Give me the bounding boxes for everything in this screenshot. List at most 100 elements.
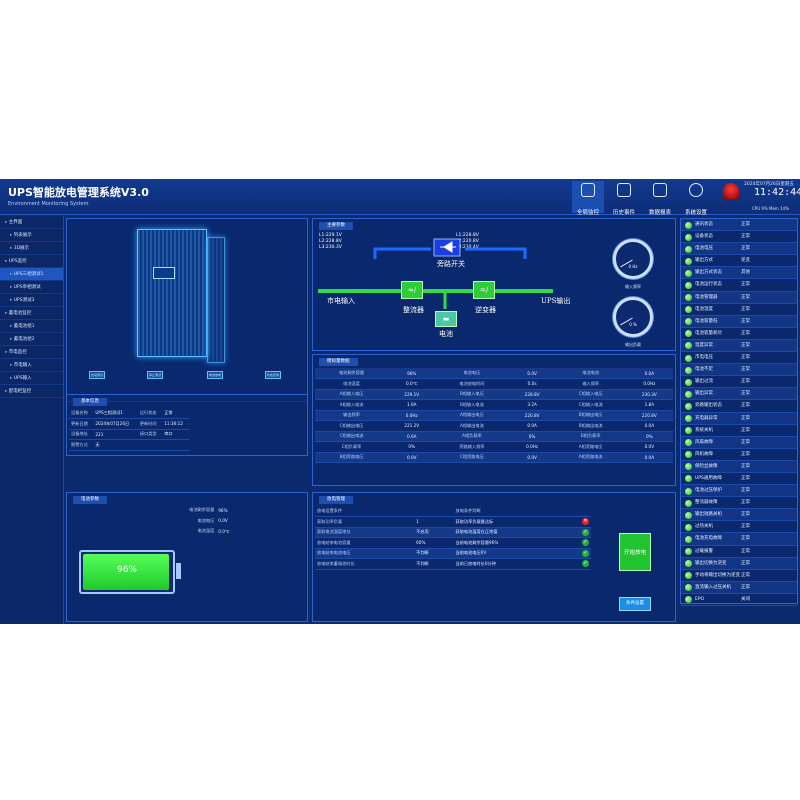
status-name: 电池过压保护 [695, 488, 722, 494]
table-cell: B相输出电流 [555, 420, 626, 432]
output-load-gauge: 0 % 输出负载 [613, 297, 653, 347]
status-list: 通讯状态正常设备状态正常电池电压正常输出方式逆变输出方式状态其他电池运行状态正常… [681, 219, 797, 606]
table-cell: 报警方式 [69, 439, 94, 451]
status-name: 电池容量耗尽 [695, 330, 722, 336]
status-row: 风机故障正常 [681, 449, 797, 461]
status-value: 正常 [741, 475, 750, 481]
table-cell: 电池温度 [197, 528, 215, 534]
table-cell: 0.0Hz [508, 441, 556, 453]
table-cell: 0.0A [508, 420, 556, 432]
sidebar-item[interactable]: UPS单相测试 [0, 281, 63, 294]
table-cell: A相输出电流 [435, 420, 509, 432]
table-cell: 正常 [162, 408, 189, 419]
table-cell: 0.0s [508, 378, 556, 390]
table-cell: B相输入电流 [435, 399, 509, 411]
ups-battery-discharge-button[interactable]: 电池放电 [207, 371, 223, 379]
settings-icon [689, 183, 703, 197]
diode-icon [440, 241, 456, 253]
status-value: 正常 [741, 246, 750, 252]
table-cell: 更新时间 [137, 418, 163, 430]
table-cell: 不判断 [414, 558, 454, 570]
status-row: 直流输入过压关机正常 [681, 581, 797, 594]
sidebar-item[interactable]: UPS监控 [0, 255, 63, 268]
status-led-icon [685, 487, 692, 495]
start-discharge-button[interactable]: 开始放电 [619, 533, 651, 571]
table-cell: 0.0Hz [388, 410, 436, 421]
status-led-icon [685, 390, 692, 398]
condition-settings-button[interactable]: 条件设置 [619, 597, 651, 611]
table-cell: 220.8V [625, 410, 673, 421]
status-value: 正常 [741, 572, 750, 578]
status-value: 关闭 [741, 596, 750, 602]
status-led-icon [685, 402, 692, 410]
sidebar-item[interactable]: 主界面 [0, 216, 63, 229]
gauge-label: 输入频率 [625, 284, 641, 289]
discharge-title: 放电管理 [319, 496, 353, 504]
status-name: 电池电压 [695, 246, 713, 252]
status-value: 正常 [741, 439, 750, 445]
status-led-icon [685, 269, 692, 277]
sidebar-item[interactable]: UPS三相测试1 [0, 268, 63, 281]
status-row: 输出方式逆变 [681, 255, 797, 268]
input-voltages: L1:229.1V L2:228.8V L3:230.3V [319, 233, 342, 251]
status-row: 过载报警正常 [681, 546, 797, 558]
sidebar-item[interactable]: 3D展示 [0, 242, 63, 255]
status-led-icon [685, 221, 692, 229]
status-led-icon [685, 511, 692, 519]
status-name: 充电器异常 [695, 415, 718, 421]
status-row: 系统关机正常 [681, 425, 797, 437]
status-value: 正常 [741, 222, 750, 227]
table-cell: B相输出电压 [555, 410, 626, 421]
status-led-icon [685, 342, 692, 350]
status-name: 手动将输出切换为逆变 [695, 572, 740, 578]
main-params-title: 主要参数 [319, 222, 353, 230]
ups-cabinet-side [207, 237, 225, 363]
table-cell: A相负载率 [435, 431, 509, 442]
status-led-icon [685, 330, 692, 338]
sidebar-item[interactable]: UPS测试3 [0, 294, 63, 307]
nav-data-report[interactable]: 数据报表 [644, 181, 676, 216]
status-row: 过热关机正常 [681, 521, 797, 534]
sidebar-item[interactable]: 蓄电池监控 [0, 307, 63, 320]
status-name: 电池运行状态 [695, 282, 722, 288]
header-bar: UPS智能放电管理系统V3.0 Environment Monitoring S… [0, 179, 800, 216]
nav-history-events[interactable]: 历史事件 [608, 181, 640, 216]
sidebar-item[interactable]: 市电输入 [0, 359, 63, 372]
sidebar-item[interactable]: 列表展示 [0, 229, 63, 242]
sidebar-item[interactable]: 蓄电池组1 [0, 320, 63, 333]
table-cell: 1.8A [625, 399, 673, 411]
fail-icon: ✕ [582, 518, 589, 526]
status-name: 旁路输出状态 [695, 403, 722, 409]
sidebar-item[interactable]: 配电柜监控 [0, 385, 63, 398]
nav-global-monitor[interactable]: 全局监控 [572, 181, 604, 216]
check-icon: ✓ [582, 539, 589, 547]
status-value: 正常 [741, 500, 750, 506]
bypass-line-right [465, 247, 527, 259]
analog-data-title: 模拟量数据 [319, 358, 358, 366]
table-cell: 当前电池剩余容量96% [453, 537, 565, 549]
table-cell: 3.2A [508, 399, 556, 411]
ups-stop-test-button[interactable]: 停止测试 [147, 371, 163, 379]
ups-status-query-button[interactable]: 状态查询 [265, 371, 281, 379]
status-led-icon [685, 257, 692, 265]
sidebar-item[interactable]: UPS输入 [0, 372, 63, 385]
status-led-icon [685, 378, 692, 386]
table-cell: 1 [414, 516, 454, 528]
table-cell: 0.6A [388, 431, 436, 442]
sidebar-item[interactable]: 市电监控 [0, 346, 63, 359]
status-name: 系统关机 [695, 427, 713, 433]
ups-start-test-button[interactable]: 启动测试 [89, 371, 105, 379]
mains-input-label: 市电输入 [327, 297, 355, 305]
status-row: 输出过流正常 [681, 376, 797, 389]
input-voltage-l2: L2:228.8V [319, 239, 342, 244]
input-voltage-l3: L3:230.3V [319, 245, 342, 250]
table-cell: 放电结束电池容量 [315, 537, 415, 549]
gauge-value: 0 % [629, 322, 637, 327]
sidebar-item[interactable]: 蓄电池组2 [0, 333, 63, 346]
status-led-icon [685, 560, 692, 568]
nav-system-settings[interactable]: 系统设置 [680, 181, 712, 216]
